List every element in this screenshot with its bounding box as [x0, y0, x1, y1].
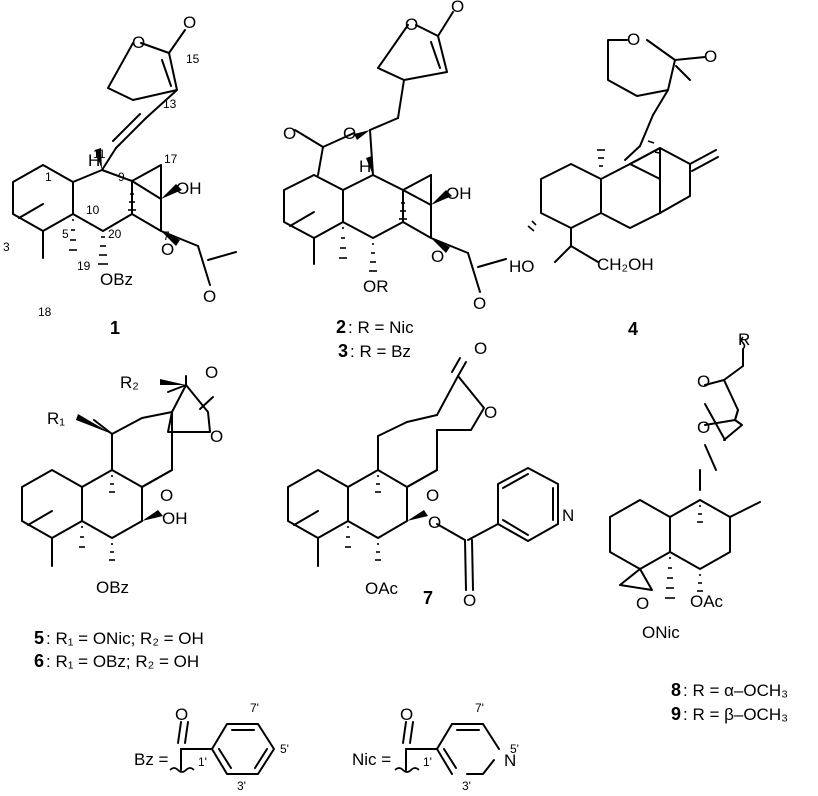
compound-8-label: 8 — [671, 680, 681, 700]
c5-r1: R₁ — [47, 409, 65, 428]
c2-or: OR — [363, 277, 389, 296]
c4-ho: HO — [509, 257, 535, 276]
compound-2-text: : R = Nic — [348, 318, 414, 337]
nic-num-3: 3' — [462, 779, 471, 793]
compound-7-label: 7 — [423, 588, 433, 608]
compound-8-text: : R = α–OCH₃ — [683, 681, 788, 700]
bz-num-3: 3' — [237, 779, 246, 793]
c8-oac: OAc — [690, 592, 724, 611]
num-11: 11 — [93, 147, 106, 161]
c8-furan-o-top: O — [697, 372, 710, 391]
compound-7-structure: O O O O O N OAc 7 — [287, 339, 574, 610]
c4-lactone-o: O — [704, 47, 717, 66]
bz-num-7: 7' — [250, 701, 259, 715]
nic-label: Nic = — [352, 750, 391, 769]
num-17: 17 — [164, 152, 178, 166]
compound-6-label: 6 — [34, 651, 44, 671]
nic-pyridine-n: N — [504, 751, 516, 770]
c5-lactone-o: O — [210, 427, 223, 446]
compound-5-label: 5 — [34, 628, 44, 648]
c2-carbonyl-o-side: O — [283, 124, 296, 143]
c1-ring-o: O — [132, 33, 145, 52]
compound-8-9-structure: R O O O OAc ONic 8 : R = α–OCH₃ 9 : R = … — [609, 330, 788, 724]
num-10: 10 — [86, 203, 100, 217]
c5-pyran-o: O — [160, 486, 173, 505]
c2-ring-o: O — [405, 15, 418, 34]
c8-r: R — [738, 330, 750, 349]
num-7: 7 — [163, 229, 170, 243]
bz-group-legend: Bz = O 7' 1' 5' 3' — [134, 701, 289, 793]
c2-ester-o: O — [431, 247, 444, 266]
c7-pyran-o: O — [426, 486, 439, 505]
compound-3-text: : R = Bz — [350, 342, 411, 361]
c7-ester-carbonyl-o: O — [463, 591, 476, 610]
compound-9-label: 9 — [671, 704, 681, 724]
num-13: 13 — [163, 97, 177, 111]
nic-num-5: 5' — [510, 742, 519, 756]
num-9: 9 — [118, 170, 125, 184]
c4-ch2oh: CH₂OH — [597, 255, 654, 274]
c8-epoxide-o: O — [636, 594, 649, 613]
c1-obz: OBz — [100, 270, 133, 289]
c8-furan-o-bottom: O — [697, 418, 710, 437]
num-18: 18 — [38, 305, 52, 319]
nic-num-1: 1' — [423, 755, 432, 769]
nic-num-7: 7' — [475, 701, 484, 715]
compound-2-3-structure: O O O O OH H O O OR 2 : R = Nic 3 : R = … — [283, 0, 507, 361]
c2-oh: OH — [446, 184, 472, 203]
c1-oh: OH — [176, 179, 202, 198]
num-15: 15 — [186, 52, 200, 66]
compound-5-text: : R₁ = ONic; R₂ = OH — [46, 629, 204, 648]
c5-oh: OH — [162, 509, 188, 528]
c7-ester-o: O — [428, 513, 441, 532]
c5-carbonyl-o: O — [205, 363, 218, 382]
num-3: 3 — [3, 240, 10, 254]
c2-carbonyl-o: O — [473, 294, 486, 313]
bz-carbonyl-o: O — [175, 705, 188, 724]
compound-4-structure: O O HO CH₂OH 4 — [509, 30, 719, 339]
num-5: 5 — [62, 227, 69, 241]
compound-1-label: 1 — [110, 318, 120, 338]
num-19: 19 — [77, 259, 91, 273]
c2-h: H — [359, 157, 371, 176]
bz-label: Bz = — [134, 750, 169, 769]
c4-ring-o: O — [627, 30, 640, 49]
c7-oac: OAc — [365, 579, 399, 598]
compound-1-structure: O O OH H O O OBz 15 13 11 17 9 1 10 20 7… — [3, 13, 237, 338]
c7-carbonyl-o: O — [474, 339, 487, 358]
c5-obz: OBz — [96, 578, 129, 597]
c7-lactone-o: O — [484, 403, 497, 422]
compound-2-label: 2 — [336, 317, 346, 337]
c1-ester-o: O — [161, 240, 174, 259]
nic-group-legend: Nic = O N 7' 1' 5' 3' — [352, 701, 519, 793]
c7-pyridine-n: N — [562, 506, 574, 525]
compound-9-text: : R = β–OCH₃ — [683, 705, 788, 724]
c1-h: H — [88, 151, 100, 170]
c2-ester-o-side: O — [343, 124, 356, 143]
c8-onic: ONic — [642, 623, 680, 642]
compound-6-text: : R₁ = OBz; R₂ = OH — [46, 652, 199, 671]
compound-5-6-structure: O O O R₂ R₁ OH OBz 5 : R₁ = ONic; R₂ = O… — [21, 363, 223, 671]
num-20: 20 — [108, 227, 122, 241]
compound-4-label: 4 — [628, 319, 638, 339]
c2-lactone-o: O — [451, 0, 464, 16]
c1-lactone-o: O — [183, 13, 196, 32]
c1-carbonyl-o: O — [203, 287, 216, 306]
num-1: 1 — [45, 170, 52, 184]
bz-num-1: 1' — [198, 755, 207, 769]
c5-r2: R₂ — [120, 373, 139, 392]
nic-carbonyl-o: O — [400, 705, 413, 724]
compound-3-label: 3 — [338, 341, 348, 361]
bz-num-5: 5' — [280, 742, 289, 756]
